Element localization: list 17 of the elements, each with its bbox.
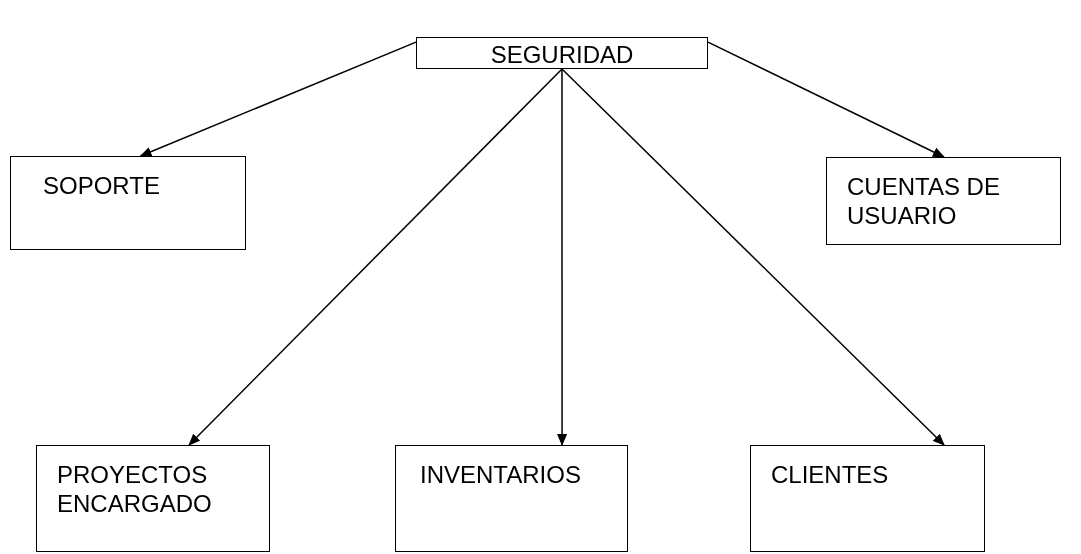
node-box <box>826 157 1061 245</box>
node-label: PROYECTOS ENCARGADO <box>57 460 213 518</box>
arrow <box>561 68 945 446</box>
node-label: SEGURIDAD <box>490 40 634 69</box>
node-label: CLIENTES <box>771 460 889 489</box>
arrow <box>139 41 417 157</box>
node-box <box>36 445 270 552</box>
node-label: INVENTARIOS <box>420 460 581 489</box>
node-box <box>750 445 985 552</box>
arrow <box>557 68 568 446</box>
node-label: SOPORTE <box>43 171 160 200</box>
node-box <box>395 445 628 552</box>
node-box <box>10 156 246 250</box>
node-label: CUENTAS DE USUARIO <box>847 172 1001 230</box>
arrow <box>188 68 563 446</box>
node-box <box>416 37 708 69</box>
arrow <box>707 41 945 158</box>
